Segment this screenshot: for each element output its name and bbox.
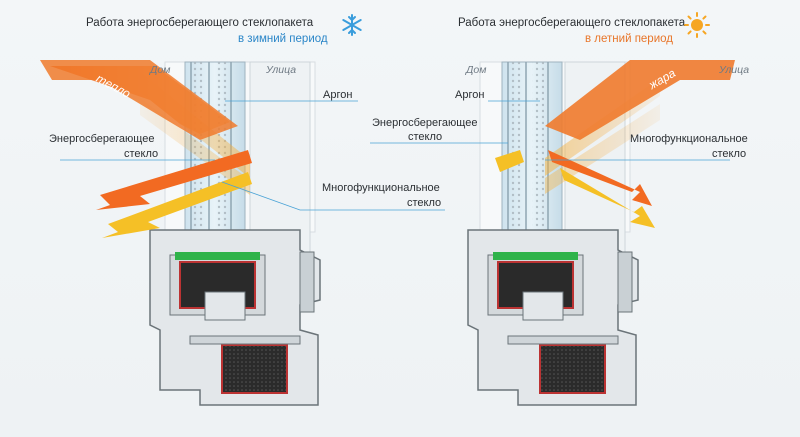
winter-label-argon: Аргон xyxy=(323,89,353,101)
summer-title-line2: в летний период xyxy=(585,33,673,45)
winter-return-arrows xyxy=(96,150,252,238)
summer-heat-arrow xyxy=(545,60,735,140)
leader-lines xyxy=(60,100,730,211)
summer-label-argon: Аргон xyxy=(455,89,485,101)
summer-return-arrows xyxy=(495,150,655,228)
summer-label-multi-2: стекло xyxy=(712,148,747,160)
summer-label-multi-1: Многофункциональное xyxy=(630,133,748,145)
sun-icon xyxy=(684,12,710,38)
summer-label-energy-2: стекло xyxy=(408,131,443,143)
winter-label-home: Дом xyxy=(150,64,171,76)
summer-title-line1: Работа энергосберегающего стеклопакета xyxy=(458,17,686,29)
snowflake-icon xyxy=(342,14,362,36)
winter-heat-arrow xyxy=(40,60,238,140)
winter-label-energy-1: Энергосберегающее xyxy=(49,133,155,145)
summer-label-street: Улица xyxy=(719,64,750,76)
winter-title-line1: Работа энергосберегающего стеклопакета xyxy=(86,17,314,29)
winter-label-multi-1: Многофункциональное xyxy=(322,182,440,194)
winter-label-street: Улица xyxy=(266,64,297,76)
winter-label-multi-2: стекло xyxy=(407,197,442,209)
winter-title-line2: в зимний период xyxy=(238,33,328,45)
summer-label-home: Дом xyxy=(466,64,487,76)
winter-label-energy-2: стекло xyxy=(124,148,159,160)
summer-label-energy-1: Энергосберегающее xyxy=(372,117,478,129)
